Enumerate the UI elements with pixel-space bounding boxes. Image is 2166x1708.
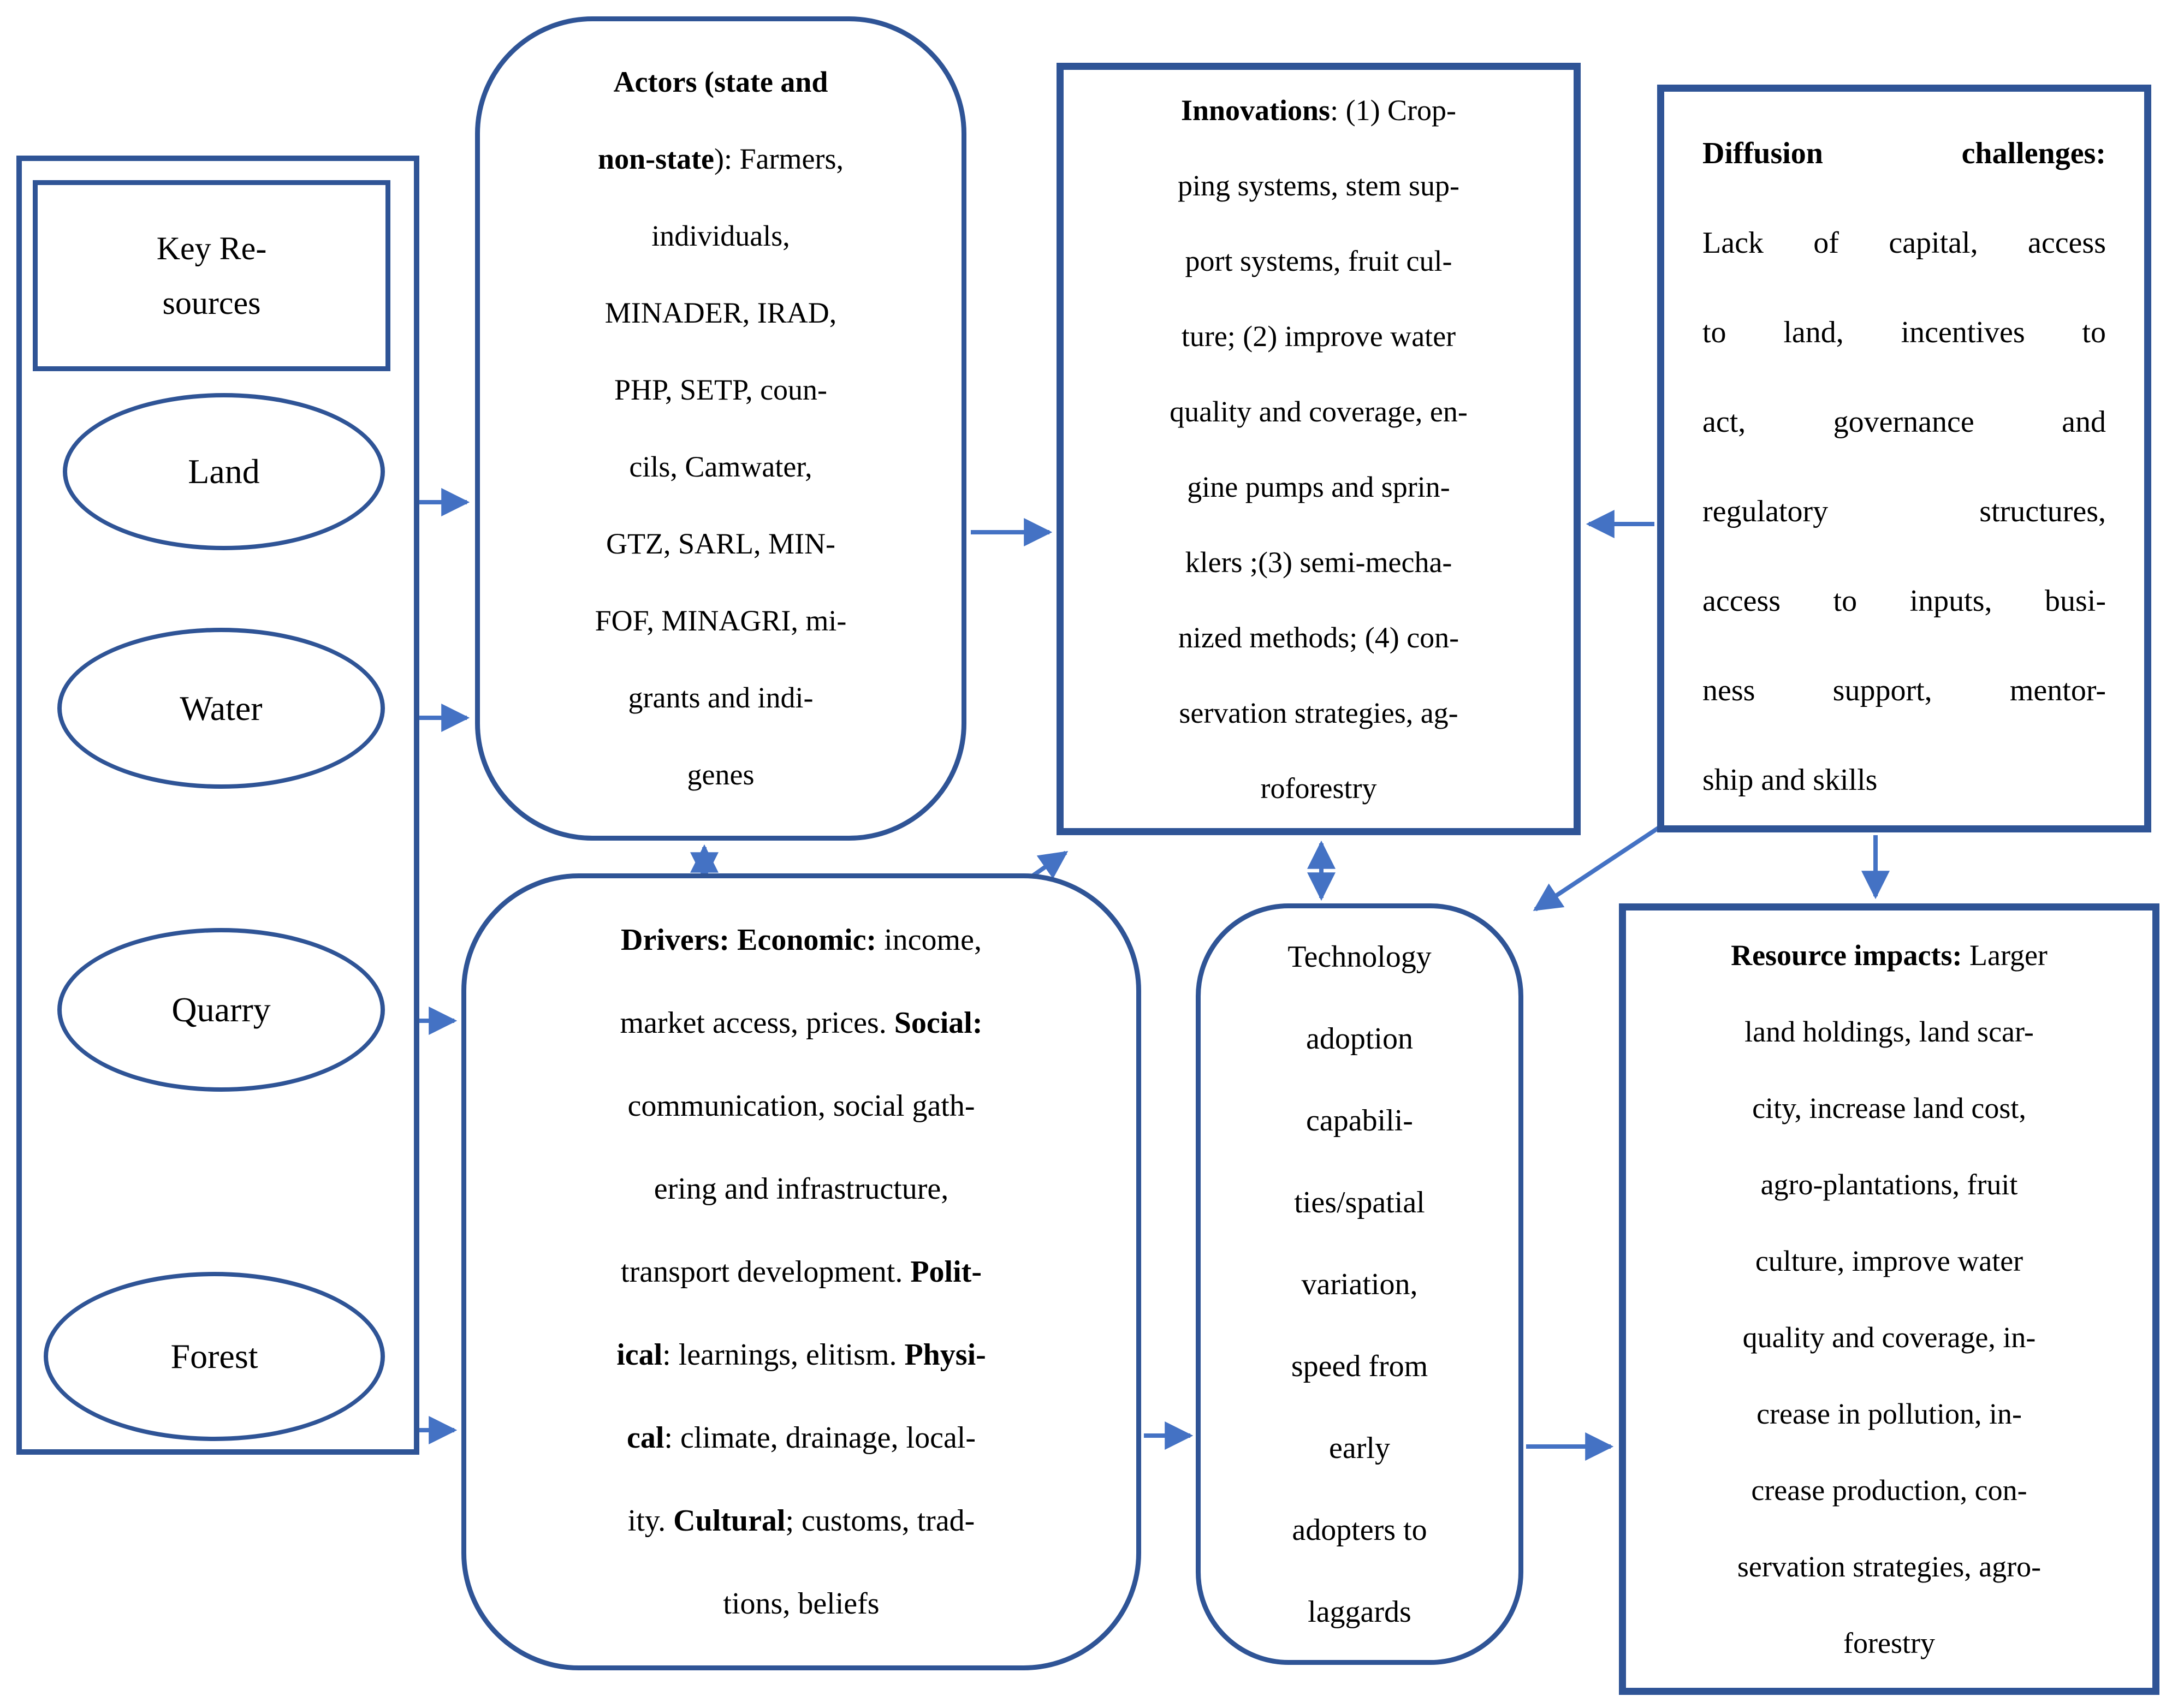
- text-line: variation,: [1301, 1267, 1418, 1301]
- text-line: Lack of capital, access: [1702, 226, 2106, 260]
- text-line: nized methods; (4) con-: [1178, 621, 1459, 654]
- text-line: klers ;(3) semi-mecha-: [1185, 545, 1452, 579]
- text-line: laggards: [1308, 1594, 1411, 1629]
- forest-label: Forest: [170, 1337, 258, 1376]
- text-line: GTZ, SARL, MIN-: [606, 527, 835, 560]
- arrow-diffusion-to-technology: [1533, 825, 1661, 912]
- text-line: Drivers: Economic: income,: [621, 923, 982, 957]
- text-line: market access, prices. Social:: [620, 1006, 983, 1040]
- text-line: MINADER, IRAD,: [604, 296, 837, 329]
- text-line: quality and coverage, in-: [1742, 1321, 2036, 1354]
- text-line: capabili-: [1306, 1103, 1413, 1138]
- text-line: ering and infrastructure,: [654, 1172, 949, 1206]
- land-label: Land: [188, 452, 260, 491]
- text-line: sources: [162, 285, 261, 321]
- text-line: culture, improve water: [1755, 1245, 2023, 1277]
- text-line: act, governance and: [1702, 405, 2106, 439]
- water-label: Water: [180, 688, 263, 728]
- text-line: adopters to: [1292, 1513, 1427, 1547]
- text-line: genes: [687, 758, 755, 791]
- text-line: Resource impacts: Larger: [1731, 939, 2048, 972]
- text-line: cal: climate, drainage, local-: [626, 1421, 976, 1455]
- drivers-box: Drivers: Economic: income, market access,…: [461, 873, 1141, 1670]
- actors-box: Actors (state and non-state): Farmers, ind…: [475, 16, 966, 841]
- text-line: transport development. Polit-: [621, 1255, 982, 1289]
- text-line: communication, social gath-: [627, 1089, 975, 1123]
- key-resources-title-box: Key Re-sources: [33, 180, 390, 371]
- text-line: ity. Cultural; customs, trad-: [627, 1504, 975, 1538]
- text-line: individuals,: [651, 219, 790, 252]
- text-line: access to inputs, busi-: [1702, 584, 2106, 618]
- text-line: cils, Camwater,: [629, 450, 812, 483]
- text-line: servation strategies, agro-: [1737, 1550, 2042, 1583]
- text-line: servation strategies, ag-: [1179, 696, 1458, 729]
- text-line: regulatory structures,: [1702, 495, 2106, 528]
- text-line: adoption: [1306, 1021, 1413, 1056]
- diffusion-challenges-box: Diffusion challenges: Lack of capital, ac…: [1657, 85, 2151, 832]
- text-line: city, increase land cost,: [1752, 1092, 2026, 1124]
- text-line: Technology: [1287, 939, 1432, 974]
- text-line: quality and coverage, en-: [1170, 395, 1468, 428]
- text-line: crease production, con-: [1751, 1474, 2027, 1507]
- quarry-label: Quarry: [171, 990, 271, 1029]
- text-line: to land, incentives to: [1702, 316, 2106, 349]
- technology-adoption-box: Technology adoption capabili-ties/spatial v…: [1196, 903, 1523, 1665]
- water-ellipse: Water: [57, 628, 385, 789]
- text-line: land holdings, land scar-: [1744, 1015, 2034, 1048]
- text-line: early: [1329, 1431, 1390, 1465]
- text-line: Key Re-: [156, 230, 267, 266]
- quarry-ellipse: Quarry: [57, 928, 385, 1092]
- text-line: PHP, SETP, coun-: [614, 373, 828, 406]
- text-line: Innovations: (1) Crop-: [1180, 93, 1457, 127]
- text-line: Diffusion challenges:: [1702, 136, 2106, 170]
- text-line: ship and skills: [1702, 763, 1878, 797]
- text-line: gine pumps and sprin-: [1187, 470, 1450, 503]
- text-line: ness support, mentor-: [1702, 674, 2106, 707]
- key-resources-panel: [16, 156, 419, 1455]
- resource-impacts-box: Resource impacts: Larger land holdings, l…: [1619, 903, 2159, 1695]
- land-ellipse: Land: [63, 393, 385, 550]
- text-line: tions, beliefs: [723, 1587, 880, 1621]
- text-line: grants and indi-: [628, 681, 814, 714]
- text-line: port systems, fruit cul-: [1185, 244, 1452, 277]
- text-line: non-state): Farmers,: [598, 142, 844, 175]
- text-line: forestry: [1843, 1627, 1935, 1659]
- text-line: ture; (2) improve water: [1181, 319, 1456, 353]
- text-line: ping systems, stem sup-: [1177, 169, 1459, 202]
- text-line: crease in pollution, in-: [1756, 1397, 2022, 1430]
- forest-ellipse: Forest: [44, 1272, 385, 1441]
- innovations-box: Innovations: (1) Crop-ping systems, stem…: [1057, 63, 1581, 835]
- text-line: ical: learnings, elitism. Physi-: [616, 1338, 986, 1372]
- text-line: ties/spatial: [1294, 1185, 1425, 1219]
- text-line: Actors (state and: [613, 66, 828, 98]
- text-line: agro-plantations, fruit: [1760, 1168, 2018, 1201]
- text-line: speed from: [1291, 1349, 1428, 1383]
- text-line: FOF, MINAGRI, mi-: [595, 604, 847, 637]
- text-line: roforestry: [1260, 771, 1377, 805]
